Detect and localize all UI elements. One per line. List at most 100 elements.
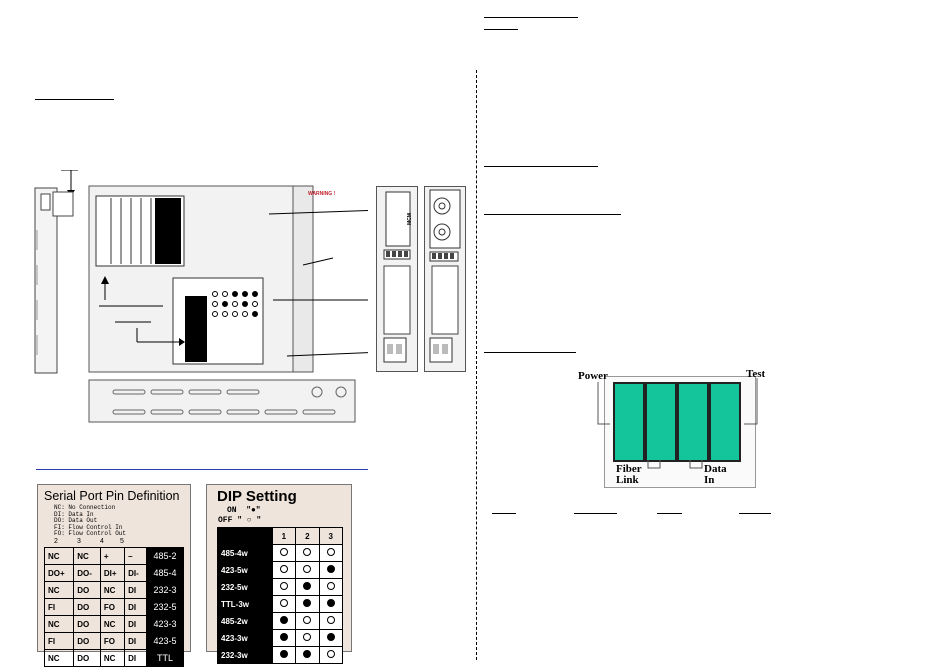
switch-header: 3	[318, 527, 344, 545]
header-blank	[217, 527, 273, 545]
pin-header: 2	[54, 538, 58, 545]
serial-card-title: Serial Port Pin Definition	[44, 489, 180, 503]
pin-cell: DO-	[73, 564, 101, 582]
table-row: 423-5w	[217, 561, 344, 579]
mode-cell: 423-5w	[217, 561, 273, 579]
switch-off-dot	[303, 548, 312, 556]
switch-cell	[271, 595, 297, 613]
heading-rule	[492, 513, 516, 514]
serial-legend: NC: No Connection DI: Data In DO: Data O…	[54, 504, 126, 538]
switch-cell	[295, 578, 320, 596]
mcm-label: MCM	[406, 213, 413, 225]
switch-cell	[271, 578, 297, 596]
heading-rule	[484, 166, 598, 167]
front-panel-drawing	[376, 186, 418, 372]
mode-cell: 232-3	[145, 581, 185, 599]
switch-cell	[318, 595, 344, 613]
mode-cell: 423-3	[145, 615, 185, 633]
switch-cell	[271, 561, 297, 579]
pin-cell: NC	[43, 581, 75, 599]
pin-cell: DO+	[43, 564, 75, 582]
pin-cell: FI	[43, 598, 75, 616]
dip-off-label: OFF " ○ "	[218, 516, 262, 525]
switch-on-dot	[303, 599, 312, 607]
mode-cell: 232-3w	[217, 646, 273, 664]
label-test: Test	[746, 368, 766, 380]
switch-off-dot	[279, 565, 288, 573]
switch-on-dot	[279, 616, 288, 624]
label-power: Power	[578, 370, 608, 382]
mode-cell: 485-4	[145, 564, 185, 582]
pin-cell: NC	[43, 547, 75, 565]
switch-off-dot	[303, 633, 312, 641]
page-divider	[476, 70, 477, 660]
switch-cell	[271, 646, 297, 664]
heading-rule	[574, 513, 617, 514]
warning-label: WARNING !	[308, 191, 336, 197]
switch-header: 1	[271, 527, 297, 545]
mode-cell: 423-3w	[217, 629, 273, 647]
switch-on-dot	[326, 633, 335, 641]
table-row: 485-2w	[217, 612, 344, 630]
mode-cell: 485-2	[145, 547, 185, 565]
pin-cell: DO	[73, 649, 101, 667]
pin-cell: DO	[73, 632, 101, 650]
legend-line: DI: Data In	[54, 510, 94, 518]
pin-cell: NC	[43, 615, 75, 633]
front-panel-fiber	[424, 186, 466, 372]
dip-on-label: ON "●"	[227, 506, 261, 515]
switch-off-dot	[326, 650, 335, 658]
pin-header: 3	[77, 538, 81, 545]
pin-cell: FI	[43, 632, 75, 650]
switch-cell	[295, 629, 320, 647]
front-panel-mcm: MCM	[376, 186, 418, 372]
table-row: 232-3w	[217, 646, 344, 664]
led-fiber-link	[645, 382, 677, 462]
pin-header: 4	[100, 538, 104, 545]
switch-off-dot	[326, 616, 335, 624]
hardware-diagram: WARNING !	[33, 169, 384, 425]
switch-header: 2	[295, 527, 320, 545]
mode-cell: 485-2w	[217, 612, 273, 630]
pin-cell: NC	[43, 649, 75, 667]
table-row: 423-3w	[217, 629, 344, 647]
mode-cell: 232-5w	[217, 578, 273, 596]
switch-off-dot	[303, 565, 312, 573]
pin-cell: DO	[73, 598, 101, 616]
serial-pin-card: Serial Port Pin Definition NC: No Connec…	[37, 484, 191, 667]
led-panel: Power Test Fiber Link Data In	[576, 368, 771, 488]
mode-cell: 485-4w	[217, 544, 273, 562]
switch-on-dot	[326, 599, 335, 607]
pin-cell: FO	[99, 632, 126, 650]
switch-off-dot	[279, 582, 288, 590]
heading-rule	[35, 99, 114, 100]
table-row: DO+DO-DI+DI-485-4	[43, 564, 185, 582]
pin-header: 5	[120, 538, 124, 545]
switch-cell	[295, 612, 320, 630]
pin-cell: NC	[99, 581, 126, 599]
switch-off-dot	[303, 616, 312, 624]
legend-line: DO: Data Out	[54, 517, 98, 524]
pin-cell: +	[99, 547, 126, 565]
mode-cell: 423-5	[145, 632, 185, 650]
pin-cell: NC	[73, 547, 101, 565]
pin-cell: DI	[124, 632, 147, 650]
table-row: TTL-3w	[217, 595, 344, 613]
table-row: 232-5w	[217, 578, 344, 596]
switch-on-dot	[303, 650, 312, 658]
switch-on-dot	[279, 633, 288, 641]
pin-cell: DO	[73, 581, 101, 599]
pin-cell: DI	[124, 649, 147, 667]
front-panel-drawing	[424, 186, 466, 372]
switch-off-dot	[326, 582, 335, 590]
pin-cell: FO	[99, 598, 126, 616]
switch-off-dot	[279, 599, 288, 607]
led-power	[613, 382, 645, 462]
heading-rule	[484, 17, 578, 18]
